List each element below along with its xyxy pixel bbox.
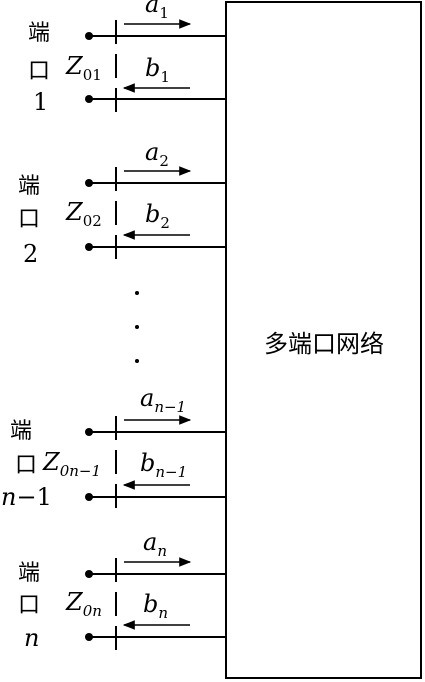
port-1-number: 1 [33, 88, 48, 116]
port-2-terminal-top [85, 179, 93, 187]
port-1-label-mid: 口 [28, 59, 50, 84]
port-2-label-top: 端 [18, 174, 40, 199]
port-2-b-label: b2 [145, 200, 170, 232]
ellipsis-dot [135, 325, 139, 329]
port-1-terminal-top [85, 32, 93, 40]
port-n-1-impedance: Z0n−1 [42, 448, 101, 480]
port-n-1-number: n−1 [1, 483, 52, 511]
ellipsis-dot [135, 359, 139, 363]
vertical-ellipsis [135, 291, 139, 363]
port-n-label-top: 端 [18, 561, 40, 586]
port-n-1-label-mid: 口 [15, 453, 37, 478]
port-2-number: 2 [23, 240, 38, 268]
port-n-label-mid: 口 [18, 593, 40, 618]
port-n-1-a-label: an−1 [140, 384, 186, 416]
port-2: 端 口 2 a2 b2 Z02 [18, 138, 226, 268]
port-1-label-top: 端 [28, 21, 50, 46]
port-1-a-label: a1 [145, 0, 169, 22]
port-n-impedance: Z0n [65, 588, 102, 620]
port-2-label-mid: 口 [18, 207, 40, 232]
port-1: 端 口 1 a1 b1 Z01 [28, 0, 226, 116]
port-n-number: n [24, 624, 39, 652]
port-n: 端 口 n an bn Z0n [18, 528, 226, 653]
ellipsis-dot [135, 291, 139, 295]
port-1-b-label: b1 [145, 54, 170, 86]
network-label: 多端口网络 [264, 330, 384, 358]
network-box [225, 1, 422, 679]
port-2-impedance: Z02 [65, 198, 102, 230]
port-n-1: 端 口 n−1 an−1 bn−1 Z0n−1 [1, 384, 226, 512]
port-n-1-terminal-top [85, 428, 93, 436]
port-n-1-label-top: 端 [10, 419, 32, 444]
port-n-b-label: bn [143, 590, 168, 622]
port-n-1-b-label: bn−1 [140, 449, 187, 481]
port-n-1-terminal-bottom [85, 493, 93, 501]
port-n-terminal-bottom [85, 633, 93, 641]
port-1-terminal-bottom [85, 95, 93, 103]
port-2-a-label: a2 [145, 138, 169, 170]
port-n-a-label: an [143, 528, 167, 560]
port-n-terminal-top [85, 570, 93, 578]
port-2-terminal-bottom [85, 243, 93, 251]
port-1-impedance: Z01 [65, 52, 102, 84]
